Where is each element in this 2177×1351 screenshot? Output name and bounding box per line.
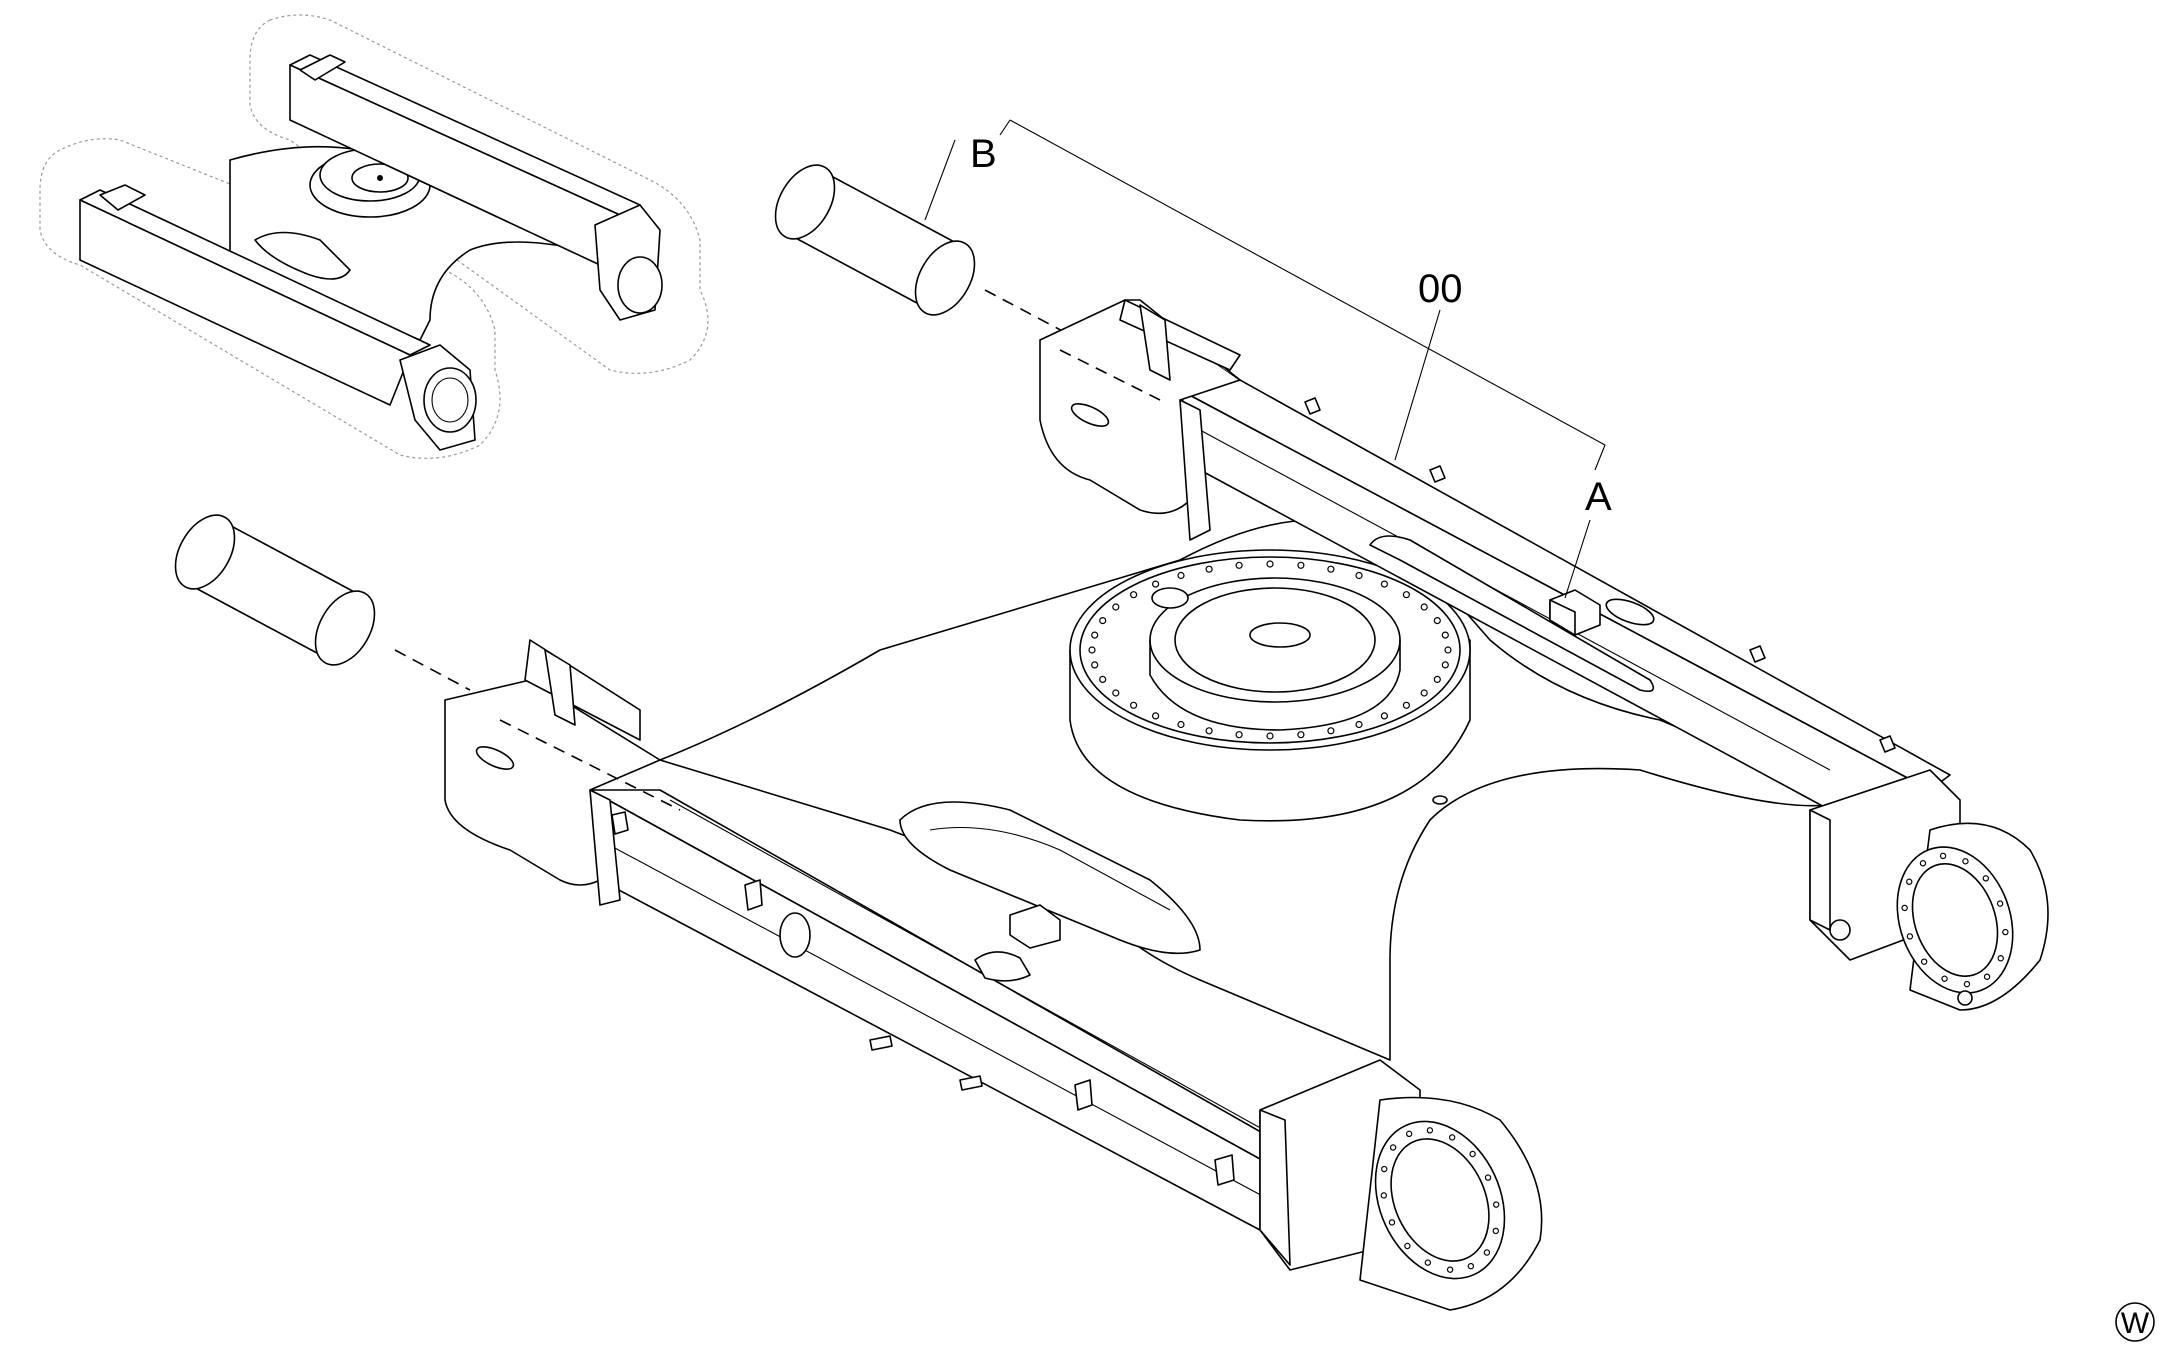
bolt-hole [1483, 1249, 1491, 1256]
bolt-hole [1426, 1127, 1434, 1134]
bolt-hole [1205, 565, 1213, 573]
bolt-hole [1355, 571, 1363, 580]
bolt-hole [1920, 958, 1928, 965]
bolt-hole [1901, 904, 1908, 912]
part-b-pin-lower [174, 514, 376, 666]
bolt-hole [1389, 1144, 1397, 1151]
bolt-hole [1266, 732, 1274, 740]
bolt-hole [1469, 1150, 1476, 1158]
bolt-hole [1297, 731, 1305, 739]
bolt-hole [1484, 1174, 1492, 1181]
corner-mark-letter: W [2121, 1307, 2150, 1340]
bolt-hole [1355, 720, 1363, 729]
bolt-hole [1297, 561, 1305, 569]
label-assembly: 00 [1418, 267, 1463, 311]
bolt-hole [1402, 591, 1411, 599]
bolt-hole [1420, 603, 1428, 611]
bolt-hole [1467, 1262, 1475, 1270]
part-b-pin-upper [774, 164, 976, 316]
bolt-hole [1177, 720, 1185, 729]
bolt-hole [1448, 1134, 1456, 1141]
bolt-hole [1099, 616, 1107, 625]
bolt-hole [1433, 675, 1441, 684]
leader-lines [924, 119, 1606, 599]
turntable-bolt-circle [1088, 560, 1452, 740]
bolt-hole [1388, 1219, 1396, 1226]
bolt-hole [1493, 1201, 1500, 1208]
bolt-hole [1433, 616, 1441, 625]
bolt-hole [1405, 1130, 1413, 1138]
bolt-hole [1420, 689, 1428, 697]
bolt-hole [1091, 661, 1099, 669]
bolt-hole [1205, 727, 1213, 735]
bolt-hole [1380, 580, 1389, 588]
bolt-hole [2002, 928, 2009, 936]
bolt-hole [1327, 565, 1335, 573]
bolt-hole [1177, 571, 1185, 580]
bolt-hole [1997, 955, 2004, 962]
bolt-hole [1906, 878, 1913, 885]
bolt-hole [1492, 1227, 1499, 1235]
bolt-hole [1996, 900, 2004, 907]
bolt-hole [1404, 1242, 1411, 1250]
overview-undercarriage [39, 14, 709, 459]
bolt-hole [1381, 1165, 1388, 1173]
bolt-hole [1088, 646, 1096, 654]
bolt-hole [1963, 980, 1971, 988]
bolt-hole [1446, 1266, 1454, 1273]
bolt-hole [1151, 712, 1160, 720]
main-track-frame [444, 299, 2049, 1311]
bolt-hole [1919, 860, 1927, 867]
corner-mark: W [2115, 1302, 2155, 1342]
bolt-hole [1982, 875, 1990, 882]
bolt-hole [1266, 560, 1274, 568]
bolt-hole [1327, 727, 1335, 735]
sprocket-bolt-ring [1380, 1127, 1500, 1273]
bolt-hole [1424, 1259, 1432, 1266]
bolt-hole [1444, 646, 1452, 654]
bolt-hole [1091, 631, 1099, 639]
sprocket-bolt-ring [1901, 852, 2009, 988]
bolt-hole [1380, 1192, 1387, 1199]
bolt-hole [1099, 675, 1107, 684]
bolt-hole [1441, 631, 1449, 639]
bolt-hole [1941, 975, 1948, 982]
bolt-hole [1129, 701, 1138, 709]
bolt-hole [1112, 689, 1120, 697]
bolt-hole [1983, 973, 1991, 980]
bolt-hole [1129, 591, 1138, 599]
label-b: B [970, 132, 997, 176]
label-a: A [1585, 475, 1612, 519]
bolt-hole [1402, 701, 1411, 709]
bolt-hole [1235, 731, 1243, 739]
bolt-hole [1906, 933, 1914, 940]
bolt-hole [1962, 858, 1969, 865]
bolt-hole [1380, 712, 1389, 720]
bolt-hole [1939, 852, 1947, 860]
bolt-hole [1151, 580, 1160, 588]
bolt-hole [1112, 603, 1120, 611]
bolt-hole [1235, 561, 1243, 569]
bolt-hole [1441, 661, 1449, 669]
